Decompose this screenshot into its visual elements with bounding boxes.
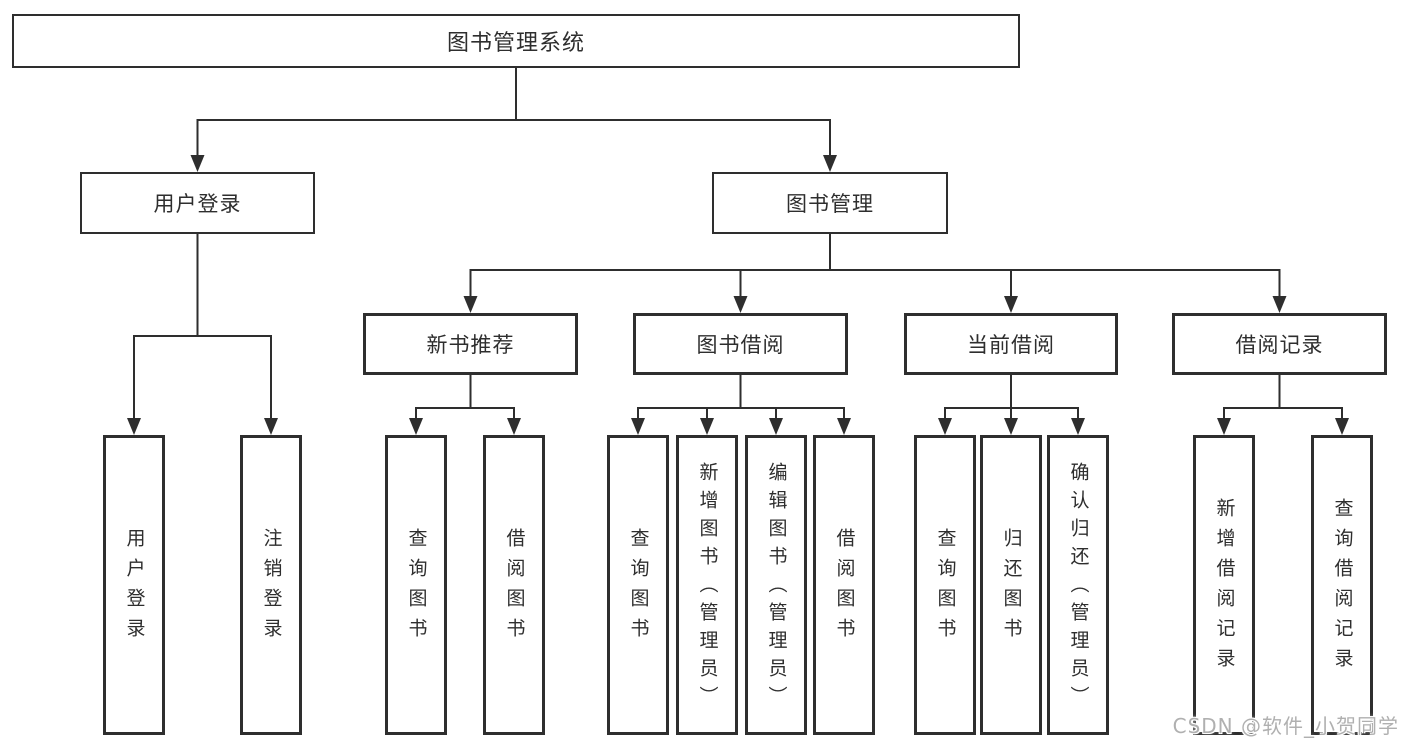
- arrow-down-icon: [409, 418, 423, 435]
- arrowheads: [127, 155, 1349, 435]
- node-new-book-recommend: 新书推荐: [363, 313, 578, 375]
- leaf-borrow-edit-book-admin: 编辑图书（管理员）: [745, 435, 807, 735]
- leaf-borrow-borrow-books: 借阅图书: [813, 435, 875, 735]
- leaf-borrow-query-books: 查询图书: [607, 435, 669, 735]
- arrow-down-icon: [507, 418, 521, 435]
- leaf-current-return-books: 归还图书: [980, 435, 1042, 735]
- arrow-down-icon: [823, 155, 837, 172]
- leaf-logout: 注销登录: [240, 435, 302, 735]
- arrow-down-icon: [837, 418, 851, 435]
- arrow-down-icon: [631, 418, 645, 435]
- node-user-login: 用户登录: [80, 172, 315, 234]
- leaf-current-query-books: 查询图书: [914, 435, 976, 735]
- leaf-records-add-borrow-record: 新增借阅记录: [1193, 435, 1255, 735]
- arrow-down-icon: [1217, 418, 1231, 435]
- leaf-borrow-add-book-admin: 新增图书（管理员）: [676, 435, 738, 735]
- arrow-down-icon: [769, 418, 783, 435]
- arrow-down-icon: [1004, 418, 1018, 435]
- arrow-down-icon: [1335, 418, 1349, 435]
- arrow-down-icon: [1071, 418, 1085, 435]
- arrow-down-icon: [1272, 296, 1287, 313]
- node-library-management-system: 图书管理系统: [12, 14, 1020, 68]
- leaf-user-login: 用户登录: [103, 435, 165, 735]
- arrow-down-icon: [733, 296, 748, 313]
- node-book-management: 图书管理: [712, 172, 948, 234]
- leaf-newbook-borrow-books: 借阅图书: [483, 435, 545, 735]
- leaf-newbook-query-books: 查询图书: [385, 435, 447, 735]
- arrow-down-icon: [127, 418, 141, 435]
- arrow-down-icon: [700, 418, 714, 435]
- leaf-current-confirm-return-admin: 确认归还（管理员）: [1047, 435, 1109, 735]
- arrow-down-icon: [264, 418, 278, 435]
- arrow-down-icon: [190, 155, 205, 172]
- leaf-records-query-borrow-record: 查询借阅记录: [1311, 435, 1373, 735]
- node-book-borrow: 图书借阅: [633, 313, 848, 375]
- watermark: CSDN @软件_小贺同学: [1172, 714, 1399, 738]
- node-borrow-records: 借阅记录: [1172, 313, 1387, 375]
- arrow-down-icon: [1004, 296, 1018, 313]
- arrow-down-icon: [463, 296, 478, 313]
- connector-path: [133, 67, 1343, 420]
- arrow-down-icon: [938, 418, 952, 435]
- node-current-borrow: 当前借阅: [904, 313, 1118, 375]
